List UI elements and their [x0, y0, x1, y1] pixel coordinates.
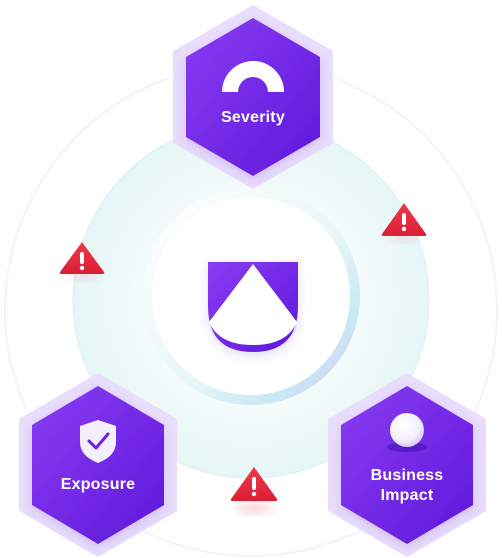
- warning-icon: [230, 467, 278, 513]
- warning-icon: [381, 203, 427, 242]
- severity-label: Severity: [221, 109, 285, 126]
- shield-check-icon: [80, 420, 116, 463]
- business-impact-label: Business Impact: [347, 466, 467, 506]
- exposure-label: Exposure: [60, 476, 136, 493]
- severity-node: [173, 5, 333, 189]
- inner-ring: [142, 187, 360, 405]
- center-logo: [208, 262, 298, 352]
- exposure-hex: [32, 386, 164, 544]
- business-impact-label-line2: Impact: [380, 487, 434, 504]
- business-impact-label-line1: Business: [370, 467, 444, 484]
- warning-icon: [59, 242, 105, 280]
- severity-hex: [186, 18, 320, 176]
- sphere-icon: [387, 413, 427, 452]
- gauge-icon: [222, 61, 284, 92]
- exposure-node: [19, 373, 177, 557]
- business-impact-hex: [341, 386, 473, 544]
- business-impact-node: [328, 373, 486, 557]
